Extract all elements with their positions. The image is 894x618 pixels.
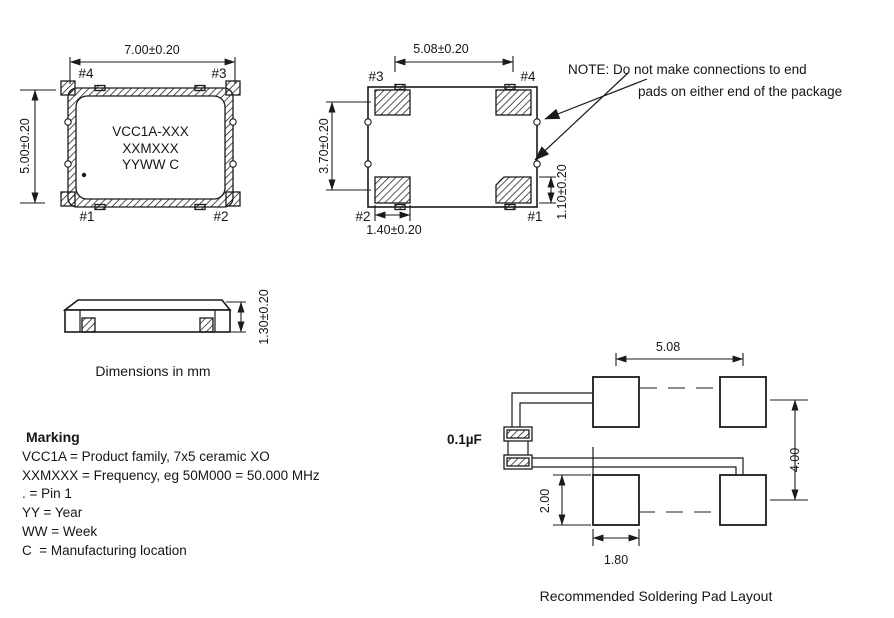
note-text-line1: NOTE: Do not make connections to end — [568, 62, 807, 77]
trace-top-outer — [511, 392, 593, 427]
note-leader-arrow-upper — [544, 78, 648, 120]
edge-castellation — [94, 84, 106, 92]
dimension-pad-height: 1.10±0.20 — [539, 164, 569, 220]
dimension-pad-span-v: 3.70±0.20 — [317, 101, 371, 191]
marking-legend: Marking VCC1A = Product family, 7x5 cera… — [22, 429, 320, 558]
package-ceramic-lid — [75, 95, 226, 200]
dimension-text: 5.00±0.20 — [18, 118, 32, 174]
marking-legend-line: XXMXXX = Frequency, eg 50M000 = 50.000 M… — [22, 468, 320, 483]
dimension-thickness: 1.30±0.20 — [226, 289, 271, 345]
pin-label: #3 — [368, 69, 383, 84]
pad-3 — [374, 89, 411, 116]
note-text-line2: pads on either end of the package — [638, 84, 842, 99]
dimension-pad-width: 1.40±0.20 — [366, 205, 422, 237]
pad-2 — [374, 176, 411, 204]
capacitor-terminal-top-hatch — [506, 429, 530, 439]
edge-castellation — [504, 203, 516, 211]
pin-label: #2 — [355, 209, 370, 224]
pad-1-chamfered — [495, 176, 532, 204]
edge-notch — [364, 118, 372, 126]
dimension-text: 1.10±0.20 — [555, 164, 569, 220]
pin-label: #3 — [211, 66, 226, 81]
solder-pad-bottom-left — [592, 474, 640, 526]
pin1-dot-marker — [81, 172, 87, 178]
pin-label: #4 — [520, 69, 536, 84]
edge-notch — [229, 118, 237, 126]
edge-notch — [364, 160, 372, 168]
pin-label: #4 — [78, 66, 94, 81]
edge-castellation — [504, 83, 516, 91]
pad-4 — [495, 89, 532, 116]
note-callout: NOTE: Do not make connections to end pad… — [534, 62, 842, 161]
side-view-body — [64, 309, 231, 333]
side-view-pad-left — [81, 317, 96, 333]
device-marking-line1: VCC1A-XXX — [112, 124, 189, 139]
edge-castellation — [194, 84, 206, 92]
trace-top-inner — [519, 402, 593, 427]
edge-castellation — [94, 203, 106, 211]
pad-layout-caption: Recommended Soldering Pad Layout — [540, 588, 773, 604]
dimension-text: 2.00 — [538, 489, 552, 513]
device-marking-line2: XXMXXX — [122, 141, 178, 156]
pin-label: #1 — [79, 209, 94, 224]
edge-castellation — [394, 203, 406, 211]
soldering-pad-layout: 0.1µF 5.08 4.00 2.00 1.80 Recommended So… — [447, 340, 808, 604]
top-view: VCC1A-XXX XXMXXX YYWW C #4 #3 #1 #2 7.00… — [18, 43, 241, 224]
trace-bottom-outer — [532, 457, 744, 475]
marking-legend-line: YY = Year — [22, 505, 83, 520]
pin-label: #2 — [213, 209, 228, 224]
side-view-endcap-lines — [79, 310, 216, 332]
dimension-text: 7.00±0.20 — [124, 43, 180, 57]
dimension-text: 1.40±0.20 — [366, 223, 422, 237]
dimension-top-height: 5.00±0.20 — [18, 89, 56, 204]
edge-castellation — [194, 203, 206, 211]
marking-legend-line: . = Pin 1 — [22, 486, 72, 501]
side-view: 1.30±0.20 Dimensions in mm — [62, 289, 271, 379]
pin-label: #1 — [527, 209, 542, 224]
capacitor-value-label: 0.1µF — [447, 432, 482, 447]
dimension-text: 5.08±0.20 — [413, 42, 469, 56]
units-caption: Dimensions in mm — [95, 363, 210, 379]
dimension-top-width: 7.00±0.20 — [69, 43, 236, 84]
bypass-capacitor — [503, 426, 533, 470]
side-view-lid — [62, 299, 232, 311]
dimension-layout-vspan: 4.00 — [770, 399, 808, 501]
marking-legend-line: C = Manufacturing location — [22, 543, 187, 558]
solder-pad-top-left — [592, 376, 640, 428]
marking-legend-line: WW = Week — [22, 524, 97, 539]
dimension-text: 4.00 — [788, 448, 802, 472]
marking-legend-title: Marking — [26, 429, 80, 445]
trace-bottom-inner — [532, 466, 737, 475]
bottom-view: #3 #4 #2 #1 5.08±0.20 3.70±0.20 1.40±0.2… — [317, 42, 569, 237]
edge-castellation — [394, 83, 406, 91]
edge-notch — [533, 160, 541, 168]
dimension-text: 5.08 — [656, 340, 680, 354]
edge-notch — [229, 160, 237, 168]
dimension-pad-span-h: 5.08±0.20 — [394, 42, 514, 72]
device-marking-line3: YYWW C — [122, 157, 179, 172]
side-view-pad-right — [199, 317, 214, 333]
dimension-text: 1.30±0.20 — [257, 289, 271, 345]
solder-pad-bottom-right — [719, 474, 767, 526]
marking-legend-line: VCC1A = Product family, 7x5 ceramic XO — [22, 449, 270, 464]
dimension-layout-hspan: 5.08 — [615, 340, 744, 366]
note-leader-arrow-lower — [534, 72, 629, 161]
capacitor-terminal-bottom-hatch — [506, 457, 530, 467]
dimension-layout-pad-height: 2.00 — [538, 474, 591, 526]
edge-notch — [64, 118, 72, 126]
dimension-text: 1.80 — [604, 553, 628, 567]
dimension-text: 3.70±0.20 — [317, 118, 331, 174]
edge-notch — [64, 160, 72, 168]
dimension-layout-pad-width: 1.80 — [592, 529, 640, 567]
solder-pad-top-right — [719, 376, 767, 428]
edge-notch — [533, 118, 541, 126]
capacitor-body-sides — [507, 441, 529, 455]
